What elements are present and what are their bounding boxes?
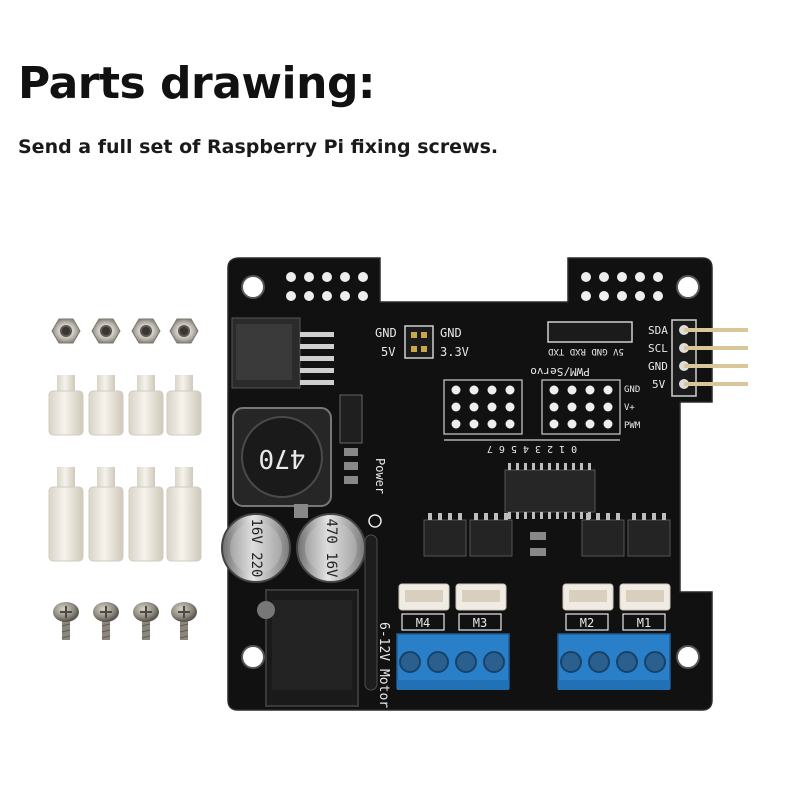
capacitor-left: 16V 220 [221, 513, 291, 583]
header-label-gnd-left: GND [375, 326, 397, 340]
hex-nuts [51, 318, 199, 344]
motor-port-m1: M1 [637, 616, 651, 630]
motor-port-m3: M3 [473, 616, 487, 630]
voltage-regulator [231, 317, 334, 389]
long-standoff [166, 467, 202, 562]
servo-pin-grid: PWM/Servo GND V+ PWM 0 1 2 3 4 5 6 7 [443, 365, 641, 454]
page-caption: Send a full set of Raspberry Pi fixing s… [18, 136, 499, 158]
dc-barrel-jack [257, 589, 359, 707]
i2c-header: SDA SCL GND 5V [648, 319, 748, 397]
mounting-hole [676, 275, 700, 299]
header-label-gnd-right: GND [440, 326, 462, 340]
short-standoff [166, 375, 202, 436]
hex-nut [131, 318, 161, 344]
header-label-3v3: 3.3V [440, 345, 469, 359]
page-title: Parts drawing: [18, 58, 376, 109]
short-nylon-standoffs [48, 375, 202, 436]
screws [53, 602, 197, 640]
motor-driver-board: 470 16V 220 470 16V 6-12V Motor Power [221, 257, 748, 711]
motor-port-m2: M2 [580, 616, 594, 630]
capacitor-left-marking: 16V 220 [248, 518, 264, 577]
screw [171, 602, 197, 640]
servo-row-vplus: V+ [624, 403, 635, 413]
short-standoff [48, 375, 84, 436]
channel-numbers: 0 1 2 3 4 5 6 7 [487, 443, 577, 454]
pwm-controller-chip [504, 463, 596, 519]
long-standoff [128, 467, 164, 562]
screw [93, 602, 119, 640]
uart-label: 5V GND RXD TXD [548, 346, 624, 356]
power-header: GND 5V GND 3.3V [375, 325, 469, 359]
screw [133, 602, 159, 640]
motor-port-labels: M4 M3 M2 M1 [401, 613, 666, 631]
long-standoff [88, 467, 124, 562]
i2c-label-sda: SDA [648, 324, 668, 337]
capacitor-right: 470 16V [296, 513, 366, 583]
motor-voltage-label: 6-12V Motor [376, 622, 391, 708]
screw-terminals [396, 633, 671, 690]
hex-nut [51, 318, 81, 344]
motor-driver-chips [423, 513, 671, 557]
motor-connectors [398, 583, 671, 611]
power-label: Power [373, 458, 387, 494]
gpio-holes-left [286, 272, 368, 301]
short-standoff [128, 375, 164, 436]
servo-row-pwm: PWM [624, 421, 641, 431]
uart-header: 5V GND RXD TXD [547, 321, 633, 356]
inductor-marking: 470 [259, 443, 306, 473]
mounting-hole [676, 645, 700, 669]
inductor: 470 [232, 407, 332, 507]
short-standoff [88, 375, 124, 436]
capacitor-right-marking: 470 16V [323, 518, 339, 578]
servo-label: PWM/Servo [530, 365, 590, 378]
long-standoff [48, 467, 84, 562]
motor-port-m4: M4 [416, 616, 430, 630]
gpio-holes-right [581, 272, 663, 301]
hex-nut [91, 318, 121, 344]
mounting-hole [241, 275, 265, 299]
servo-row-gnd: GND [624, 385, 640, 395]
header-label-5v: 5V [381, 345, 395, 359]
screw [53, 602, 79, 640]
long-nylon-standoffs [48, 467, 202, 562]
hex-nut [169, 318, 199, 344]
mounting-hole [241, 645, 265, 669]
i2c-label-5v: 5V [652, 378, 666, 391]
i2c-label-scl: SCL [648, 342, 668, 355]
i2c-label-gnd: GND [648, 360, 668, 373]
